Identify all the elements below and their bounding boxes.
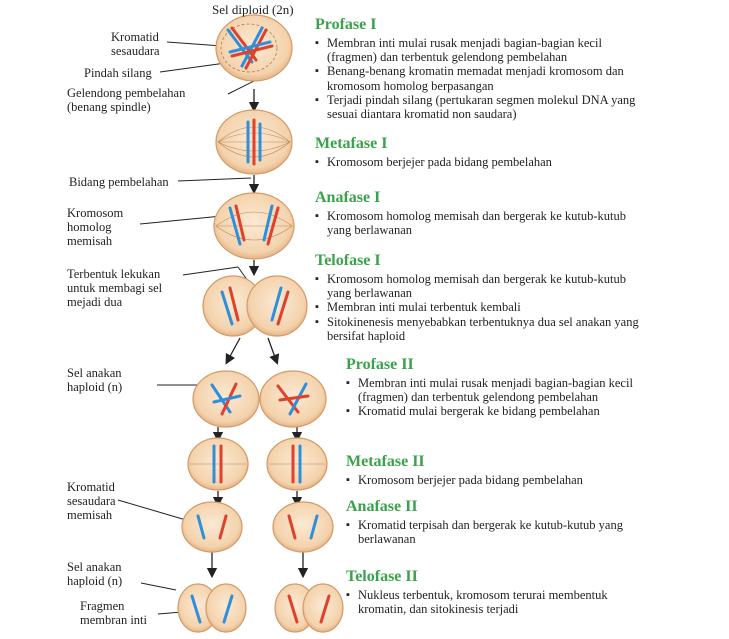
cell-metafase-2-left: [187, 437, 249, 491]
phase-title: Telofase II: [346, 568, 418, 585]
cell-profase-2-left: [192, 370, 260, 428]
phase-item: Membran inti mulai rusak menjadi bagian-…: [315, 36, 645, 64]
label-sel-anakan-1: Sel anakan haploid (n): [67, 366, 122, 394]
pointer-bidang: [177, 177, 252, 182]
pointer-kromatid-memisah: [117, 499, 187, 521]
cell-telofase-2-right: [274, 583, 344, 633]
label-line: membran inti: [80, 613, 147, 627]
cell-anafase-1: [213, 192, 295, 260]
top-label-diploid: Sel diploid (2n): [212, 2, 294, 17]
arrow-split-right: [267, 337, 280, 365]
phase-item: Terjadi pindah silang (pertukaran segmen…: [315, 93, 645, 121]
label-line: memisah: [67, 508, 113, 522]
label-line: Kromosom: [67, 206, 124, 220]
label-line: sesaudara: [111, 44, 160, 58]
pointer-sel-anakan-2: [140, 582, 177, 591]
label-pindah-silang: Pindah silang: [84, 66, 152, 80]
phase-item: Membran inti mulai rusak menjadi bagian-…: [346, 376, 636, 404]
phase-metafase-2: Metafase II Kromosom berjejer pada bidan…: [346, 453, 646, 487]
cell-anafase-2-right: [272, 501, 334, 553]
phase-title: Profase II: [346, 356, 414, 373]
phase-telofase-2: Telofase II Nukleus terbentuk, kromosom …: [346, 568, 646, 616]
cell-metafase-1: [215, 109, 293, 175]
phase-item: Kromosom berjejer pada bidang pembelahan: [346, 473, 646, 487]
label-sel-anakan-2: Sel anakan haploid (n): [67, 560, 122, 588]
cell-profase-2-right: [259, 370, 327, 428]
label-line: Kromatid: [67, 480, 115, 494]
label-line: Fragmen: [80, 599, 125, 613]
phase-title: Anafase I: [315, 189, 381, 206]
label-line: haploid (n): [67, 380, 123, 394]
label-line: Sel anakan: [67, 366, 122, 380]
pointer-lekukan: [182, 266, 239, 276]
phase-item: Sitokinenesis menyebabkan terbentuknya d…: [315, 315, 645, 343]
cell-metafase-2-right: [266, 437, 328, 491]
cell-profase-1: [215, 14, 293, 82]
cell-telofase-2-left: [177, 583, 247, 633]
label-kromosom-homolog: Kromosom homolog memisah: [67, 206, 123, 248]
phase-item: Kromosom homolog memisah dan bergerak ke…: [315, 272, 645, 300]
phase-title: Telofase I: [315, 252, 381, 269]
pointer-homolog: [139, 215, 223, 225]
phase-title: Anafase II: [346, 498, 418, 515]
phase-title: Metafase II: [346, 453, 425, 470]
phase-item: Kromatid mulai bergerak ke bidang pembel…: [346, 404, 636, 418]
label-line: Gelendong pembelahan: [67, 86, 186, 100]
label-line: Kromatid: [111, 30, 159, 44]
phase-anafase-1: Anafase I Kromosom homolog memisah dan b…: [315, 189, 630, 237]
label-lekukan: Terbentuk lekukan untuk membagi sel meja…: [67, 267, 162, 309]
cell-telofase-1: [202, 275, 308, 337]
phase-item: Kromatid terpisah dan bergerak ke kutub-…: [346, 518, 666, 546]
label-line: homolog: [67, 220, 112, 234]
phase-item: Benang-benang kromatin memadat menjadi k…: [315, 64, 645, 92]
phase-title: Metafase I: [315, 135, 388, 152]
phase-item: Nukleus terbentuk, kromosom terurai memb…: [346, 588, 646, 616]
phase-item: Kromosom berjejer pada bidang pembelahan: [315, 155, 645, 169]
label-line: Terbentuk lekukan: [67, 267, 161, 281]
label-kromatid-sesaudara: Kromatid sesaudara: [111, 30, 160, 58]
phase-item: Kromosom homolog memisah dan bergerak ke…: [315, 209, 630, 237]
label-gelendong: Gelendong pembelahan (benang spindle): [67, 86, 185, 114]
label-fragmen: Fragmen membran inti: [80, 599, 147, 627]
phase-metafase-1: Metafase I Kromosom berjejer pada bidang…: [315, 135, 645, 169]
phase-item: Membran inti mulai terbentuk kembali: [315, 300, 645, 314]
label-line: mejadi dua: [67, 295, 123, 309]
pointer-kromatid: [166, 41, 223, 47]
phase-telofase-1: Telofase I Kromosom homolog memisah dan …: [315, 252, 645, 343]
arrow-split-left: [225, 337, 241, 365]
cell-anafase-2-left: [181, 501, 243, 553]
phase-anafase-2: Anafase II Kromatid terpisah dan bergera…: [346, 498, 666, 546]
label-line: haploid (n): [67, 574, 123, 588]
label-line: sesaudara: [67, 494, 116, 508]
phase-profase-2: Profase II Membran inti mulai rusak menj…: [346, 356, 636, 419]
label-kromatid-memisah: Kromatid sesaudara memisah: [67, 480, 116, 522]
label-line: Sel anakan: [67, 560, 122, 574]
phase-profase-1: Profase I Membran inti mulai rusak menja…: [315, 16, 645, 121]
label-line: memisah: [67, 234, 113, 248]
phase-title: Profase I: [315, 16, 377, 33]
label-line: untuk membagi sel: [67, 281, 163, 295]
label-bidang-pembelahan: Bidang pembelahan: [69, 175, 169, 189]
label-line: (benang spindle): [67, 100, 151, 114]
